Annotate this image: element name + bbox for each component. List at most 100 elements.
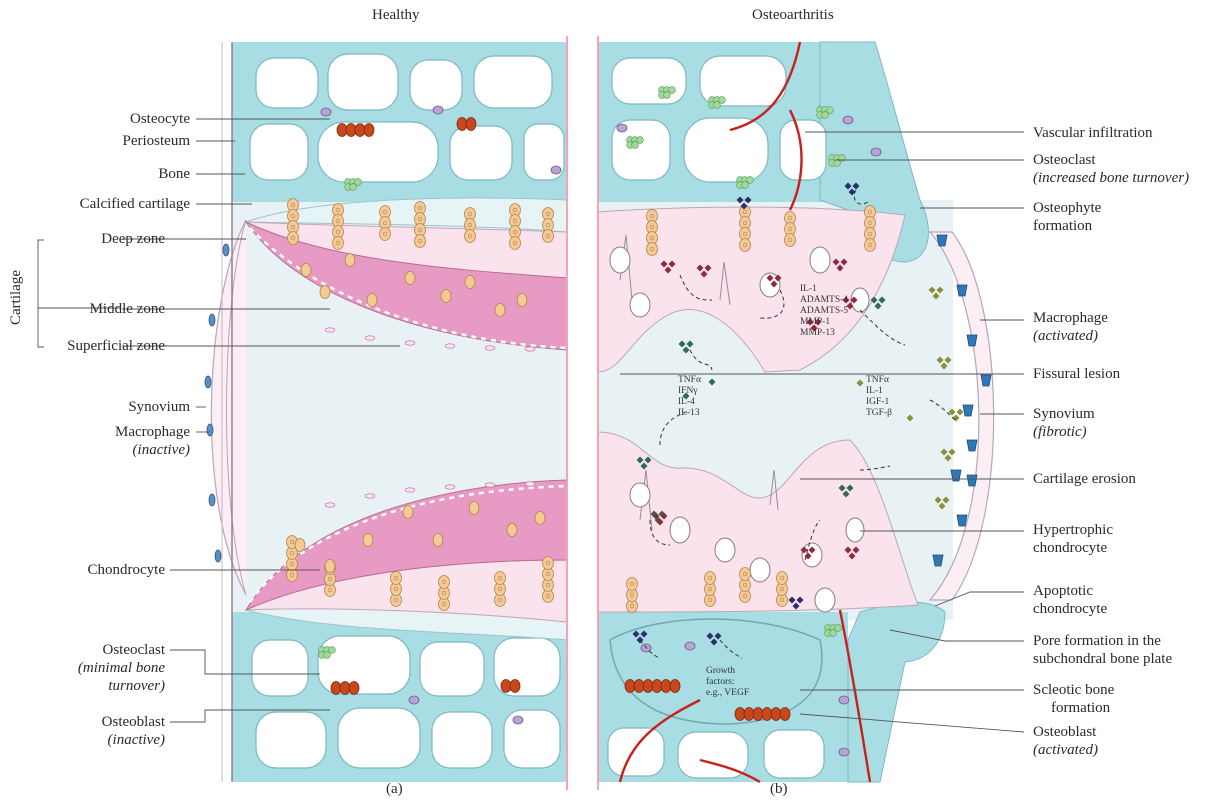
chondrocyte [301, 264, 311, 277]
header-osteoarthritis: Osteoarthritis [752, 6, 834, 24]
osteoclast [714, 102, 721, 109]
osteoblast [340, 682, 350, 695]
osteoclast [830, 630, 837, 637]
chondrocyte [495, 304, 505, 317]
osteoclast [834, 160, 841, 167]
osteoclast [350, 184, 357, 191]
chondrocyte [740, 239, 751, 252]
osteocyte [839, 696, 849, 704]
osteoclast [324, 652, 331, 659]
chondrocyte [367, 294, 377, 307]
mediator-tnfa-left: TNFα [678, 375, 701, 386]
label-sclerotic-bone: Scleotic bone formation [1033, 681, 1114, 717]
osteocyte [409, 696, 419, 704]
macrophage-activated [967, 475, 977, 486]
osteoblast [501, 680, 511, 693]
osteoclast [669, 87, 676, 94]
superficial-cell [325, 503, 335, 507]
osteoblast [510, 680, 520, 693]
osteoblast-right-note: (activated) [1033, 741, 1098, 759]
mediator-mmp1: MMP-1 [800, 317, 848, 328]
superficial-cell [525, 347, 535, 351]
superficial-cell [405, 488, 415, 492]
label-apoptotic-chondrocyte: Apoptotic chondrocyte [1033, 582, 1107, 618]
chondrocyte [333, 237, 344, 250]
chondrocyte [507, 524, 517, 537]
osteocyte [551, 166, 561, 174]
hypertrophic-line-1: Hypertrophic [1033, 521, 1113, 539]
osteocyte [617, 124, 627, 132]
chondrocyte [380, 228, 391, 241]
chondrocyte [647, 243, 658, 256]
superficial-cell [485, 346, 495, 350]
mediator-il4: IL-4 [678, 397, 701, 408]
osteoclast [632, 142, 639, 149]
apoptotic-line-2: chondrocyte [1033, 600, 1107, 618]
macrophage-activated [981, 375, 991, 386]
osteoclast [637, 137, 644, 144]
label-middle-zone: Middle zone [90, 300, 165, 318]
osteoclast [742, 182, 749, 189]
osteoclast [827, 107, 834, 114]
superficial-cell [445, 485, 455, 489]
chondrocyte [405, 272, 415, 285]
chondrocyte [785, 234, 796, 247]
macrophage-activated [963, 405, 973, 416]
osteophyte-line-1: Osteophyte [1033, 199, 1101, 217]
mediators-mid-left: TNFα IFNγ IL-4 IL-13 [678, 375, 701, 419]
label-macrophage-activated: Macrophage (activated) [1033, 309, 1108, 345]
osteoclast-name: Osteoclast [103, 642, 165, 658]
macrophage-activated [957, 515, 967, 526]
mediator-adamts4: ADAMTS-4 [800, 295, 848, 306]
healthy-panel [211, 42, 567, 782]
osteoclast [835, 625, 842, 632]
synovium-membrane [211, 220, 246, 595]
osteocyte [839, 748, 849, 756]
macrophage-inactive [209, 314, 215, 326]
chondrocyte [325, 560, 335, 573]
label-superficial-zone: Superficial zone [67, 337, 165, 355]
chondrocyte [415, 235, 426, 248]
growth-factors: Growth factors: e.g., VEGF [706, 666, 749, 699]
sclerotic-line-2: formation [1033, 699, 1114, 717]
chondrocyte [705, 572, 716, 585]
macrophage-inactive [215, 550, 221, 562]
superficial-cell [325, 328, 335, 332]
osteocyte [843, 116, 853, 124]
synovium-right-note: (fibrotic) [1033, 423, 1095, 441]
label-osteoblast-activated: Osteoblast (activated) [1033, 723, 1098, 759]
chondrocyte [543, 230, 554, 243]
oa-panel [598, 42, 994, 782]
header-healthy: Healthy [372, 6, 419, 24]
chondrocyte [517, 294, 527, 307]
chondrocyte [295, 539, 305, 552]
pore-line-1: Pore formation in the [1033, 632, 1172, 650]
superficial-cell [445, 344, 455, 348]
label-vascular-infiltration: Vascular infiltration [1033, 124, 1153, 142]
chondrocyte [469, 502, 479, 515]
mediator-diamond [957, 409, 964, 416]
label-macrophage-inactive: Macrophage (inactive) [115, 423, 190, 459]
chondrocyte [403, 506, 413, 519]
mediators-mid-right: TNFα IL-1 IGF-1 TGF-β [866, 375, 892, 419]
osteoblast-note: (inactive) [102, 731, 165, 749]
label-synovium: Synovium [128, 398, 190, 416]
osteoblast-name: Osteoblast [102, 714, 165, 730]
macrophage-right-note: (activated) [1033, 327, 1108, 345]
synovium-right-name: Synovium [1033, 406, 1095, 422]
chondrocyte [345, 254, 355, 267]
superficial-cell [405, 341, 415, 345]
osteocyte [871, 148, 881, 156]
osteoblast [661, 680, 671, 693]
chondrocyte [288, 232, 299, 245]
chondrocyte [627, 578, 638, 591]
osteoblast [346, 124, 356, 137]
osteoblast [753, 708, 763, 721]
mediator-tnfa-right: TNFα [866, 375, 892, 386]
label-osteoblast-inactive: Osteoblast (inactive) [102, 713, 165, 749]
label-osteocyte: Osteocyte [130, 110, 190, 128]
macrophage-activated [933, 555, 943, 566]
macrophage-activated [937, 235, 947, 246]
chondrocyte [495, 572, 506, 585]
label-cartilage: Cartilage [8, 270, 25, 325]
